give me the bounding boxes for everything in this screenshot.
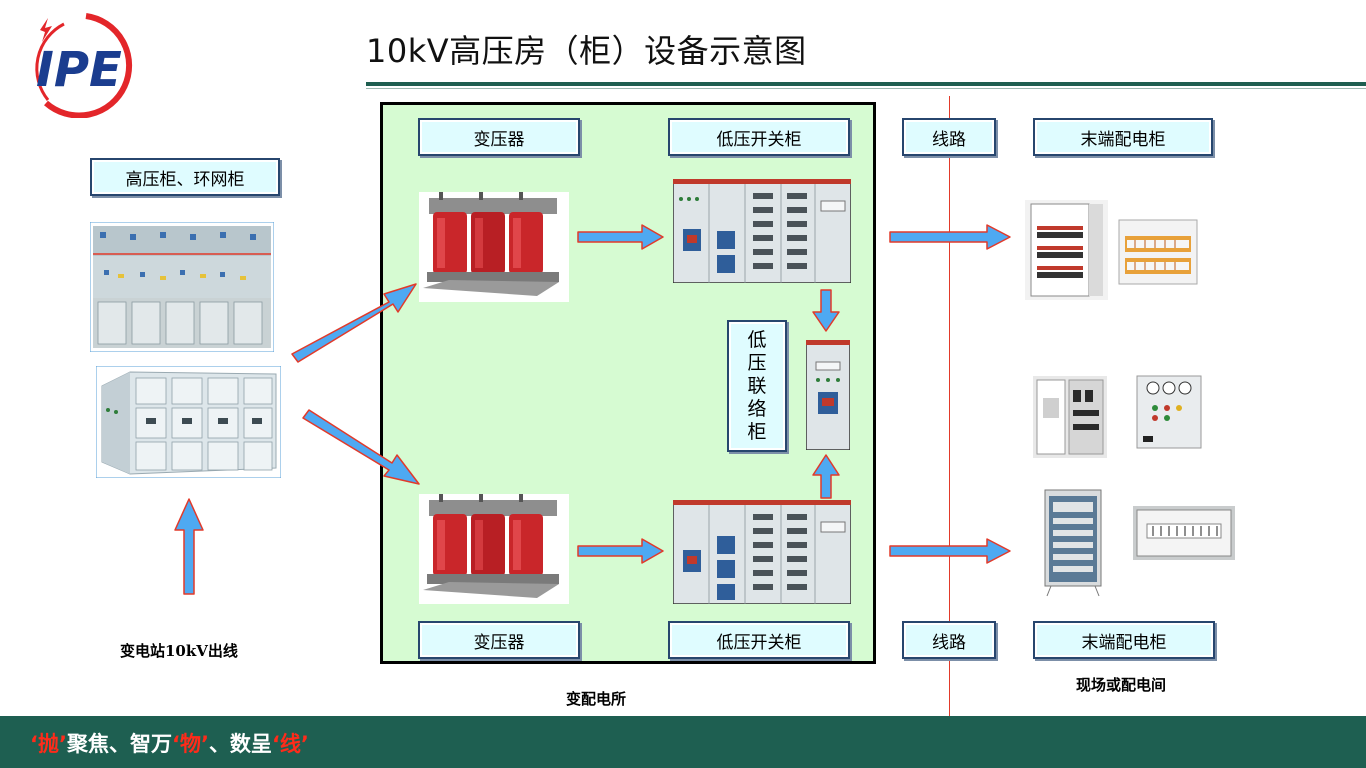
label-hv-cabinet: 高压柜、环网柜 <box>90 158 280 196</box>
hv-ring-main-unit-image <box>90 222 274 352</box>
label-lv-switch-bottom: 低压开关柜 <box>668 621 850 659</box>
terminal-cabinet-image-2 <box>1115 216 1201 290</box>
transformer-image-bottom <box>419 494 569 604</box>
caption-distribution-room: 变配电所 <box>566 690 627 708</box>
label-line-top: 线路 <box>902 118 996 156</box>
lv-switch-cabinet-image-top <box>673 179 851 283</box>
label-lv-tie-cabinet: 低 压 联 络 柜 <box>727 320 787 452</box>
terminal-cabinet-image-1 <box>1025 200 1108 300</box>
terminal-cabinet-image-3 <box>1033 376 1107 458</box>
caption-site-room: 现场或配电间 <box>1076 676 1167 694</box>
label-transformer-top: 变压器 <box>418 118 580 156</box>
lv-tie-cabinet-image <box>806 340 850 450</box>
ipe-logo: IPE <box>35 13 133 118</box>
label-terminal-bottom: 末端配电柜 <box>1033 621 1215 659</box>
footer-slogan: ‘抛’聚焦、智万‘物’、数呈‘线’ <box>30 732 309 756</box>
divider-line <box>949 96 950 718</box>
page-title: 10kV高压房（柜）设备示意图 <box>366 32 807 70</box>
footer-bar <box>0 716 1366 768</box>
arrow-line-top <box>889 224 1011 250</box>
title-underline <box>366 82 1366 86</box>
svg-text:IPE: IPE <box>36 42 122 98</box>
lv-switch-cabinet-image-bottom <box>673 500 851 604</box>
terminal-cabinet-image-4 <box>1133 374 1205 452</box>
title-underline-thin <box>366 88 1366 89</box>
hv-switchgear-image <box>96 366 281 478</box>
arrow-line-bottom <box>889 538 1011 564</box>
label-lv-switch-top: 低压开关柜 <box>668 118 850 156</box>
caption-substation: 变电站10kV出线 <box>120 642 238 660</box>
transformer-image-top <box>419 192 569 302</box>
label-line-bottom: 线路 <box>902 621 996 659</box>
arrow-up-substation <box>174 498 204 595</box>
label-terminal-top: 末端配电柜 <box>1033 118 1213 156</box>
terminal-cabinet-image-5 <box>1043 488 1103 598</box>
terminal-cabinet-image-6 <box>1133 506 1235 560</box>
label-transformer-bottom: 变压器 <box>418 621 580 659</box>
